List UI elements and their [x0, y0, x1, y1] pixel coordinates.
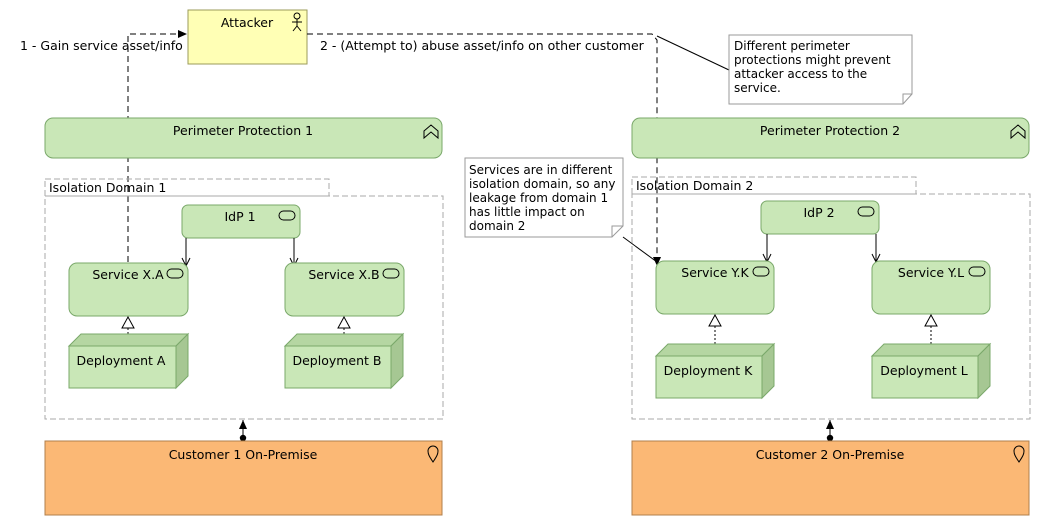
perimeter-protection-1-label: Perimeter Protection 1	[173, 123, 313, 138]
actor-icon	[292, 12, 302, 32]
attacker-label: Attacker	[221, 15, 274, 30]
note-perimeter-line-3: attacker access to the	[734, 67, 867, 81]
deployment-l-label: Deployment L	[880, 363, 967, 378]
deployment-a-label: Deployment A	[77, 353, 166, 368]
isolation-domain-2[interactable]: Isolation Domain 2	[631, 176, 1031, 420]
customer-1-on-premise[interactable]: Customer 1 On-Premise	[44, 440, 443, 516]
deployment-b-label: Deployment B	[292, 353, 381, 368]
note-isolation-line-3: leakage from domain 1	[469, 191, 608, 205]
deployment-l[interactable]: Deployment L	[870, 342, 992, 400]
location-pin-icon	[427, 445, 439, 463]
service-yl-label: Service Y.L	[898, 265, 964, 280]
service-xb[interactable]: Service X.B	[284, 262, 405, 317]
note-isolation-line-2: isolation domain, so any	[469, 177, 615, 191]
idp-1[interactable]: IdP 1	[181, 204, 301, 239]
idp-2[interactable]: IdP 2	[760, 200, 880, 235]
service-yl[interactable]: Service Y.L	[871, 260, 991, 315]
service-yk[interactable]: Service Y.K	[655, 260, 775, 315]
service-icon	[166, 268, 184, 279]
location-pin-icon	[1013, 445, 1025, 463]
customer-2-on-premise[interactable]: Customer 2 On-Premise	[631, 440, 1030, 516]
attacker-actor[interactable]: Attacker	[187, 9, 308, 65]
service-xb-label: Service X.B	[308, 267, 379, 282]
service-yk-label: Service Y.K	[681, 265, 749, 280]
note-isolation-line-1: Services are in different	[469, 163, 613, 177]
isolation-domain-1[interactable]: Isolation Domain 1	[44, 178, 444, 420]
chevron-up-icon	[1010, 124, 1026, 140]
service-icon	[857, 206, 875, 217]
isolation-domain-2-label: Isolation Domain 2	[636, 178, 753, 193]
customer-1-label: Customer 1 On-Premise	[169, 447, 318, 462]
deployment-a[interactable]: Deployment A	[67, 332, 190, 390]
deployment-k-label: Deployment K	[664, 363, 753, 378]
flow-gain[interactable]	[127, 30, 187, 262]
note-perimeter-line-2: protections might prevent	[734, 53, 891, 67]
idp-2-label: IdP 2	[803, 205, 834, 220]
isolation-domain-1-label: Isolation Domain 1	[49, 180, 166, 195]
chevron-up-icon	[423, 124, 439, 140]
customer-2-label: Customer 2 On-Premise	[756, 447, 905, 462]
service-icon	[968, 266, 986, 277]
note-perimeter-line-1: Different perimeter	[734, 39, 850, 53]
service-xa[interactable]: Service X.A	[68, 262, 189, 317]
note-isolation-line-4: has little impact on	[469, 205, 585, 219]
flow-gain-label: 1 - Gain service asset/info	[20, 38, 183, 53]
deployment-k[interactable]: Deployment K	[654, 342, 776, 400]
note-perimeter-line-4: service.	[734, 81, 781, 95]
perimeter-protection-2[interactable]: Perimeter Protection 2	[631, 117, 1030, 159]
idp-1-label: IdP 1	[224, 209, 255, 224]
note-isolation-line-5: domain 2	[469, 219, 525, 233]
perimeter-protection-1[interactable]: Perimeter Protection 1	[44, 117, 443, 159]
flow-abuse-label: 2 - (Attempt to) abuse asset/info on oth…	[320, 38, 645, 53]
service-xa-label: Service X.A	[92, 267, 164, 282]
service-icon	[382, 268, 400, 279]
service-icon	[752, 266, 770, 277]
deployment-b[interactable]: Deployment B	[283, 332, 405, 390]
note-isolation[interactable]: Services are in different isolation doma…	[464, 157, 658, 263]
perimeter-protection-2-label: Perimeter Protection 2	[760, 123, 900, 138]
note-perimeter[interactable]: Different perimeter protections might pr…	[656, 34, 913, 105]
service-icon	[278, 210, 296, 221]
